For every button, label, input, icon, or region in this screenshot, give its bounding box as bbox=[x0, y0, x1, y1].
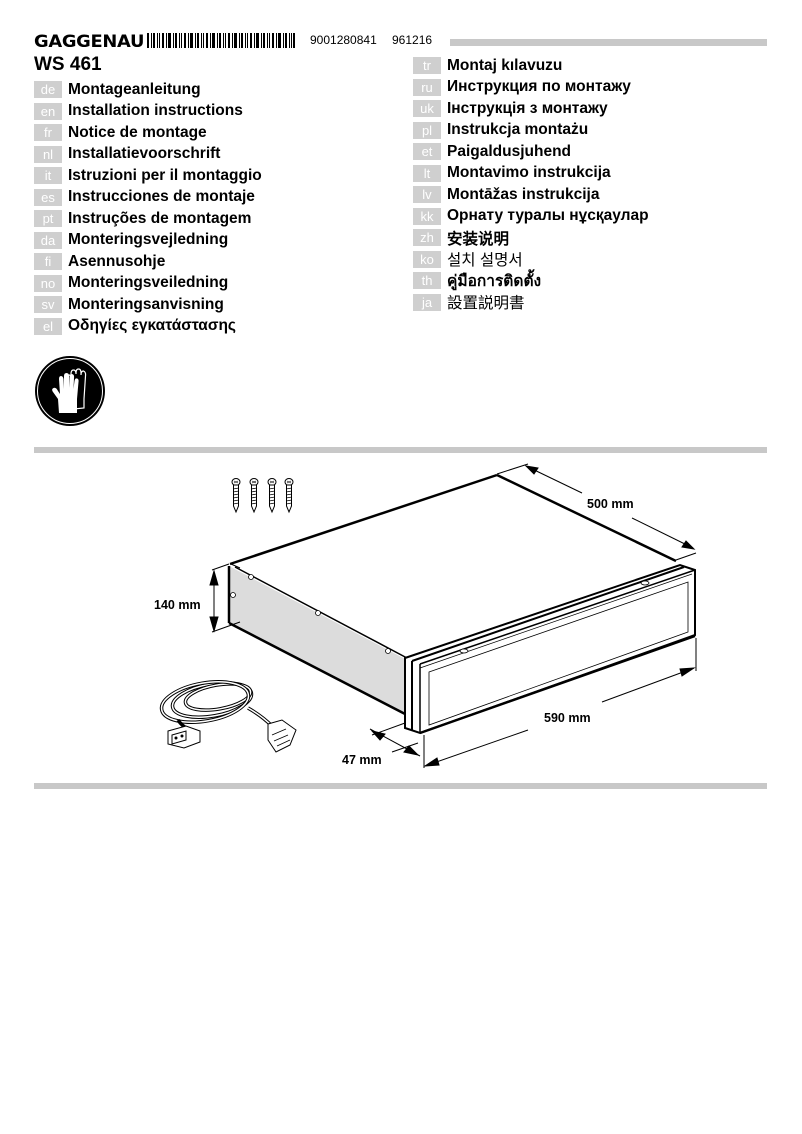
dimension-front-panel-label: 47 mm bbox=[342, 753, 382, 767]
screws-icon bbox=[231, 478, 294, 514]
language-row-ko: ko 설치 설명서 bbox=[413, 249, 649, 271]
language-title: Montageanleitung bbox=[68, 80, 201, 98]
language-code: tr bbox=[413, 57, 441, 75]
language-code: fi bbox=[34, 253, 62, 271]
section-divider-top bbox=[34, 447, 767, 453]
language-row-lt: lt Montavimo instrukcija bbox=[413, 163, 649, 185]
language-title: Інструкція з монтажу bbox=[447, 99, 608, 117]
language-code: pt bbox=[34, 210, 62, 228]
language-row-et: et Paigaldusjuhend bbox=[413, 141, 649, 163]
language-row-it: it Istruzioni per il montaggio bbox=[34, 165, 262, 187]
language-code: da bbox=[34, 231, 62, 249]
language-code: ru bbox=[413, 78, 441, 96]
language-row-da: da Monteringsvejledning bbox=[34, 230, 262, 252]
dimension-width bbox=[423, 638, 697, 768]
dimension-depth bbox=[496, 463, 697, 561]
language-row-es: es Instrucciones de montaje bbox=[34, 187, 262, 209]
date-code: 961216 bbox=[392, 33, 433, 47]
barcode-icon bbox=[147, 33, 295, 48]
language-title: Instruções de montagem bbox=[68, 209, 252, 227]
language-row-fr: fr Notice de montage bbox=[34, 122, 262, 144]
language-code: kk bbox=[413, 207, 441, 225]
language-title: Installatievoorschrift bbox=[68, 145, 221, 163]
dimension-height-label: 140 mm bbox=[154, 598, 201, 612]
brand-logo: GAGGENAU bbox=[34, 32, 145, 52]
installation-diagram: 500 mm 140 mm 590 mm 47 mm bbox=[0, 455, 802, 780]
language-title: Monteringsvejledning bbox=[68, 231, 229, 249]
language-title: Инструкция по монтажу bbox=[447, 78, 631, 96]
language-title: Installation instructions bbox=[68, 102, 243, 120]
language-code: pl bbox=[413, 121, 441, 139]
model-title: WS 461 bbox=[34, 54, 102, 75]
language-code: ja bbox=[413, 293, 441, 311]
language-row-uk: uk Інструкція з монтажу bbox=[413, 98, 649, 120]
language-code: fr bbox=[34, 124, 62, 142]
language-row-pt: pt Instruções de montagem bbox=[34, 208, 262, 230]
language-title: Asennusohje bbox=[68, 252, 166, 270]
language-list-left: de Montageanleitung en Installation instru… bbox=[34, 79, 262, 337]
language-row-en: en Installation instructions bbox=[34, 101, 262, 123]
language-title: คู่มือการติดตั้ง bbox=[447, 273, 542, 291]
language-row-no: no Monteringsveiledning bbox=[34, 273, 262, 295]
language-row-nl: nl Installatievoorschrift bbox=[34, 144, 262, 166]
language-title: 設置説明書 bbox=[447, 295, 525, 313]
dimension-width-label: 590 mm bbox=[544, 711, 591, 725]
dimension-front-panel bbox=[369, 722, 421, 757]
language-list-right: tr Montaj kılavuzu ru Инструкция по монтаж… bbox=[413, 55, 649, 313]
header-bar bbox=[450, 39, 767, 46]
language-title: Instrucciones de montaje bbox=[68, 188, 255, 206]
language-row-th: th คู่มือการติดตั้ง bbox=[413, 270, 649, 292]
document-number: 9001280841 bbox=[310, 33, 377, 47]
language-row-el: el Οδηγίες εγκατάστασης bbox=[34, 316, 262, 338]
protective-gloves-icon bbox=[35, 356, 105, 426]
language-title: Montāžas instrukcija bbox=[447, 185, 600, 203]
language-title: 安装说明 bbox=[447, 230, 510, 248]
diagram-drawing bbox=[159, 463, 697, 768]
power-cord-icon bbox=[159, 680, 297, 753]
language-title: Орнату туралы нұсқаулар bbox=[447, 207, 649, 225]
language-code: uk bbox=[413, 100, 441, 118]
dimension-depth-label: 500 mm bbox=[587, 497, 634, 511]
language-code: it bbox=[34, 167, 62, 185]
language-row-fi: fi Asennusohje bbox=[34, 251, 262, 273]
language-row-sv: sv Monteringsanvisning bbox=[34, 294, 262, 316]
language-code: es bbox=[34, 188, 62, 206]
language-row-tr: tr Montaj kılavuzu bbox=[413, 55, 649, 77]
section-divider-bottom bbox=[34, 783, 767, 789]
language-code: et bbox=[413, 143, 441, 161]
language-title: Instrukcja montażu bbox=[447, 121, 589, 139]
warming-drawer-unit bbox=[227, 473, 696, 735]
language-code: zh bbox=[413, 229, 441, 247]
language-row-ja: ja 設置説明書 bbox=[413, 292, 649, 314]
language-code: el bbox=[34, 317, 62, 335]
language-title: Paigaldusjuhend bbox=[447, 142, 572, 160]
language-title: Monteringsveiledning bbox=[68, 274, 229, 292]
language-title: Monteringsanvisning bbox=[68, 295, 224, 313]
language-code: th bbox=[413, 272, 441, 290]
language-row-de: de Montageanleitung bbox=[34, 79, 262, 101]
language-code: de bbox=[34, 81, 62, 99]
language-code: lt bbox=[413, 164, 441, 182]
language-code: no bbox=[34, 274, 62, 292]
language-row-pl: pl Instrukcja montażu bbox=[413, 120, 649, 142]
language-title: Montaj kılavuzu bbox=[447, 56, 563, 74]
language-code: sv bbox=[34, 296, 62, 314]
language-code: ko bbox=[413, 250, 441, 268]
language-title: Montavimo instrukcija bbox=[447, 164, 611, 182]
language-code: en bbox=[34, 102, 62, 120]
language-row-lv: lv Montāžas instrukcija bbox=[413, 184, 649, 206]
language-row-ru: ru Инструкция по монтажу bbox=[413, 77, 649, 99]
language-title: 설치 설명서 bbox=[447, 252, 523, 270]
language-title: Istruzioni per il montaggio bbox=[68, 166, 262, 184]
language-title: Notice de montage bbox=[68, 123, 207, 141]
language-row-kk: kk Орнату туралы нұсқаулар bbox=[413, 206, 649, 228]
language-code: lv bbox=[413, 186, 441, 204]
dimension-height bbox=[209, 563, 241, 633]
language-code: nl bbox=[34, 145, 62, 163]
language-row-zh: zh 安装说明 bbox=[413, 227, 649, 249]
language-title: Οδηγίες εγκατάστασης bbox=[68, 317, 236, 335]
